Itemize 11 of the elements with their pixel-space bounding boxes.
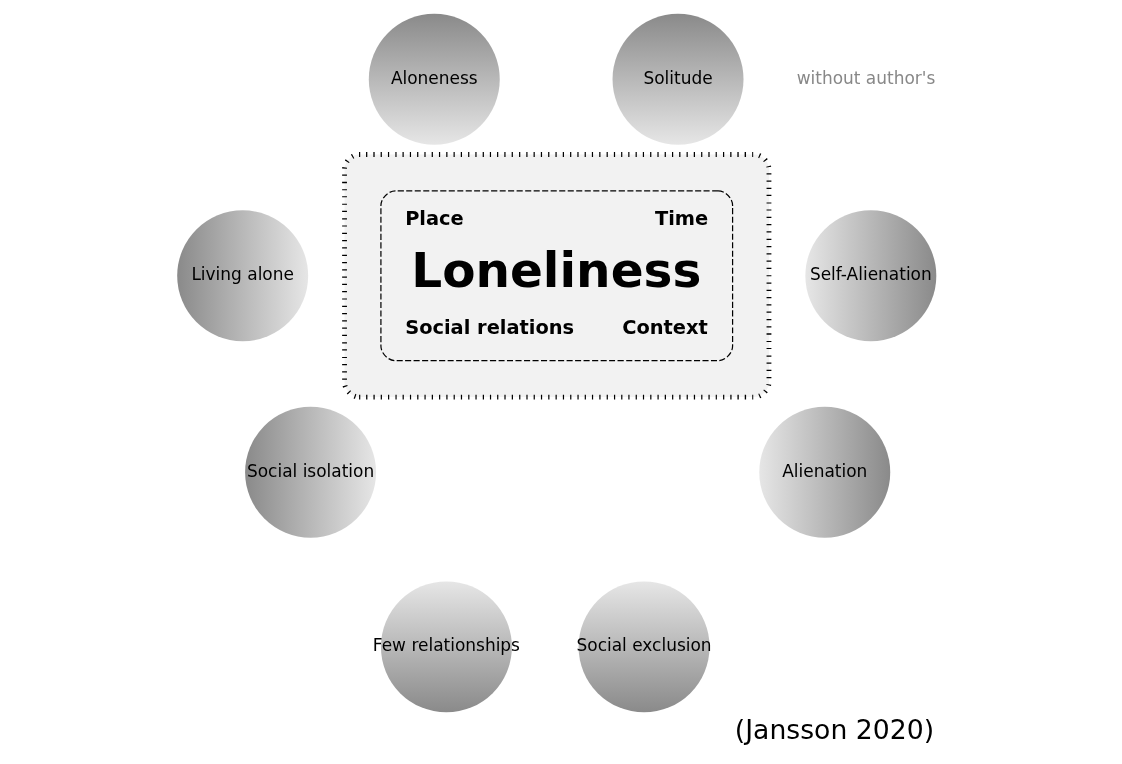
label: without author's (796, 67, 936, 88)
node-circle: Solitude (612, 13, 744, 145)
node-circle: Self-Alienation (805, 209, 937, 341)
node-circle: Alienation (759, 406, 891, 538)
node-circle: Living alone (177, 209, 309, 341)
node-circle: Social isolation (245, 406, 377, 538)
node-circle: Aloneness (368, 13, 500, 145)
node-circle: Social exclusion (578, 580, 710, 712)
cluster (342, 151, 772, 399)
node-box: Place Time Loneliness Social relations Context (380, 189, 734, 361)
caption: (Jansson 2020) (734, 713, 935, 745)
